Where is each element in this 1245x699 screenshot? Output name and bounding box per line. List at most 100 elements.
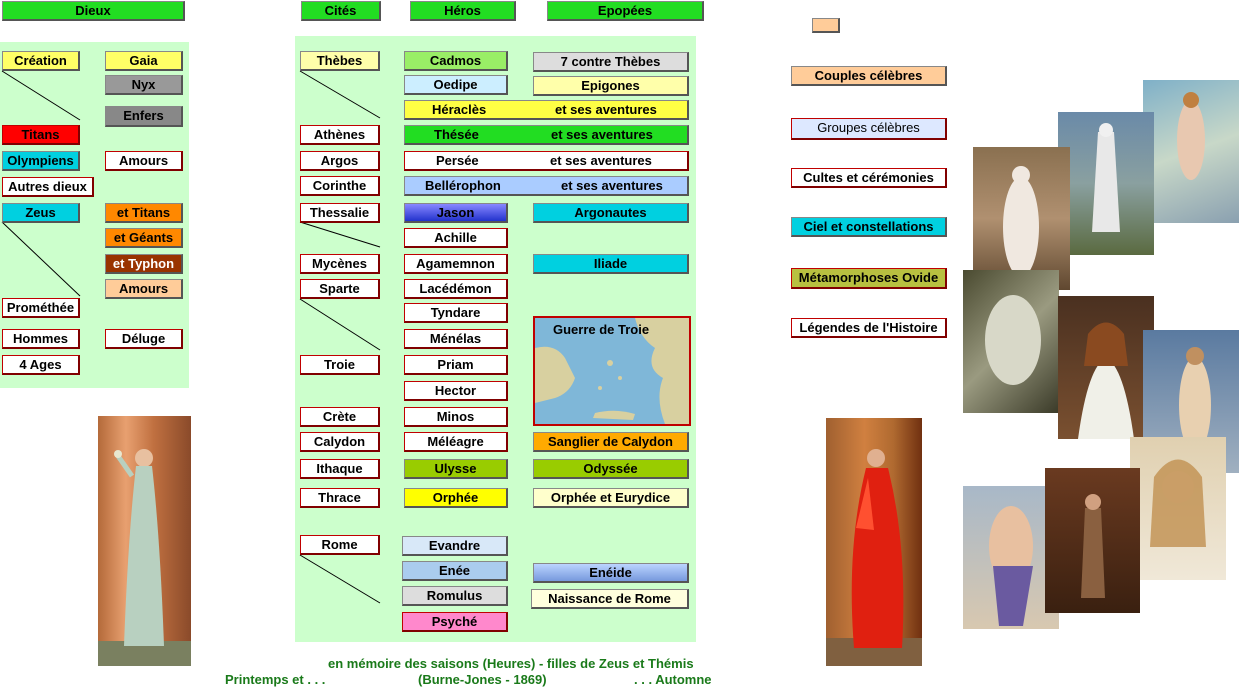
flora-painting [1058,296,1154,439]
hero-evandre[interactable]: Evandre [402,536,508,556]
venus-painting [1143,80,1239,223]
quatre-ages-button[interactable]: 4 Ages [2,355,80,375]
hero-persee-aventures: et ses aventures [550,153,652,168]
city-argos[interactable]: Argos [300,151,380,171]
hero-heracles-aventures: et ses aventures [555,102,657,117]
statue-photo [1058,112,1154,255]
city-mycenes[interactable]: Mycènes [300,254,380,274]
epic-iliade[interactable]: Iliade [533,254,689,274]
hero-romulus[interactable]: Romulus [402,586,508,606]
hero-meleagre[interactable]: Méléagre [404,432,508,452]
hero-jason[interactable]: Jason [404,203,508,223]
hero-enee[interactable]: Enée [402,561,508,581]
gaia-button[interactable]: Gaia [105,51,183,71]
city-sparte[interactable]: Sparte [300,279,380,299]
printemps-figure [98,449,191,666]
caption-automne: . . . Automne [634,672,712,687]
girl-painting [1130,437,1226,580]
hero-ulysse[interactable]: Ulysse [404,459,508,479]
hero-psyche[interactable]: Psyché [402,612,508,632]
city-thessalie[interactable]: Thessalie [300,203,380,223]
titans-button[interactable]: Titans [2,125,80,145]
hero-oedipe[interactable]: Oedipe [404,75,508,95]
printemps-painting [98,416,191,666]
epic-sept-contre-thebes[interactable]: 7 contre Thèbes [533,52,689,72]
groupes-celebres-button[interactable]: Groupes célèbres [791,118,947,140]
epic-naissance-rome[interactable]: Naissance de Rome [531,589,689,609]
et-typhon-button[interactable]: et Typhon [105,254,183,274]
amours-button[interactable]: Amours [105,151,183,171]
hero-bellerophon-aventures: et ses aventures [561,178,663,193]
olympiens-button[interactable]: Olympiens [2,151,80,171]
city-thrace[interactable]: Thrace [300,488,380,508]
legendes-histoire-button[interactable]: Légendes de l'Histoire [791,318,947,338]
city-calydon[interactable]: Calydon [300,432,380,452]
hero-lacedemon[interactable]: Lacédémon [404,279,508,299]
promethee-button[interactable]: Prométhée [2,298,80,318]
hero-bellerophon-label: Bellérophon [425,178,501,193]
cultes-ceremonies-button[interactable]: Cultes et cérémonies [791,168,947,188]
flora-figure [1078,322,1134,439]
header-heros[interactable]: Héros [410,1,516,21]
hero-persee-label: Persée [436,153,479,168]
city-corinthe[interactable]: Corinthe [300,176,380,196]
forest-painting [1045,468,1140,613]
autres-dieux-button[interactable]: Autres dieux [2,177,94,197]
amours-2-button[interactable]: Amours [105,279,183,299]
fountain-statue-photo [973,147,1070,290]
hero-bellerophon[interactable]: Bellérophon et ses aventures [404,176,689,196]
fountain-figure [1003,166,1039,277]
epic-argonautes[interactable]: Argonautes [533,203,689,223]
hero-persee[interactable]: Persée et ses aventures [404,151,689,171]
hero-thesee[interactable]: Thésée et ses aventures [404,125,689,145]
couples-celebres-button[interactable]: Couples célèbres [791,66,947,86]
city-athenes[interactable]: Athènes [300,125,380,145]
header-epopees[interactable]: Epopées [547,1,704,21]
hero-hector[interactable]: Hector [404,381,508,401]
epic-sanglier[interactable]: Sanglier de Calydon [533,432,689,452]
hero-minos[interactable]: Minos [404,407,508,427]
automne-painting [826,418,922,666]
hero-heracles[interactable]: Héraclès et ses aventures [404,100,689,120]
ciel-constellations-button[interactable]: Ciel et constellations [791,217,947,237]
deluge-button[interactable]: Déluge [105,329,183,349]
hero-priam[interactable]: Priam [404,355,508,375]
statue-figure [1092,123,1120,232]
epic-eneide[interactable]: Enéide [533,563,689,583]
forest-figure [1081,494,1105,598]
epic-orphee-eurydice[interactable]: Orphée et Eurydice [533,488,689,508]
hommes-button[interactable]: Hommes [2,329,80,349]
creation-button[interactable]: Création [2,51,80,71]
hero-thesee-aventures: et ses aventures [551,127,653,142]
city-troie[interactable]: Troie [300,355,380,375]
hero-agamemnon[interactable]: Agamemnon [404,254,508,274]
venus-figure [1177,92,1205,180]
hero-cadmos[interactable]: Cadmos [404,51,508,71]
hero-orphee[interactable]: Orphée [404,488,508,508]
epic-epigones[interactable]: Epigones [533,76,689,96]
header-dieux[interactable]: Dieux [2,1,185,21]
metamorphoses-ovide-button[interactable]: Métamorphoses Ovide [791,268,947,289]
hero-menelas[interactable]: Ménélas [404,329,508,349]
troy-war-map[interactable]: Guerre de Troie [533,316,691,426]
hero-achille[interactable]: Achille [404,228,508,248]
abduction-painting [963,486,1059,629]
greece-map-image [535,318,689,424]
city-ithaque[interactable]: Ithaque [300,459,380,479]
hero-heracles-label: Héraclès [432,102,487,117]
hero-tyndare[interactable]: Tyndare [404,303,508,323]
epic-odyssee[interactable]: Odyssée [533,459,689,479]
troy-war-label: Guerre de Troie [553,322,650,337]
girl-figure [1150,459,1206,547]
city-thebes[interactable]: Thèbes [300,51,380,71]
header-cites[interactable]: Cités [301,1,381,21]
city-crete[interactable]: Crète [300,407,380,427]
zeus-button[interactable]: Zeus [2,203,80,223]
enfers-button[interactable]: Enfers [105,106,183,127]
et-titans-button[interactable]: et Titans [105,203,183,223]
et-geants-button[interactable]: et Géants [105,228,183,248]
city-rome[interactable]: Rome [300,535,380,555]
caption-heures: en mémoire des saisons (Heures) - filles… [328,656,694,671]
blank-swatch-button[interactable] [812,18,840,33]
nyx-button[interactable]: Nyx [105,75,183,95]
